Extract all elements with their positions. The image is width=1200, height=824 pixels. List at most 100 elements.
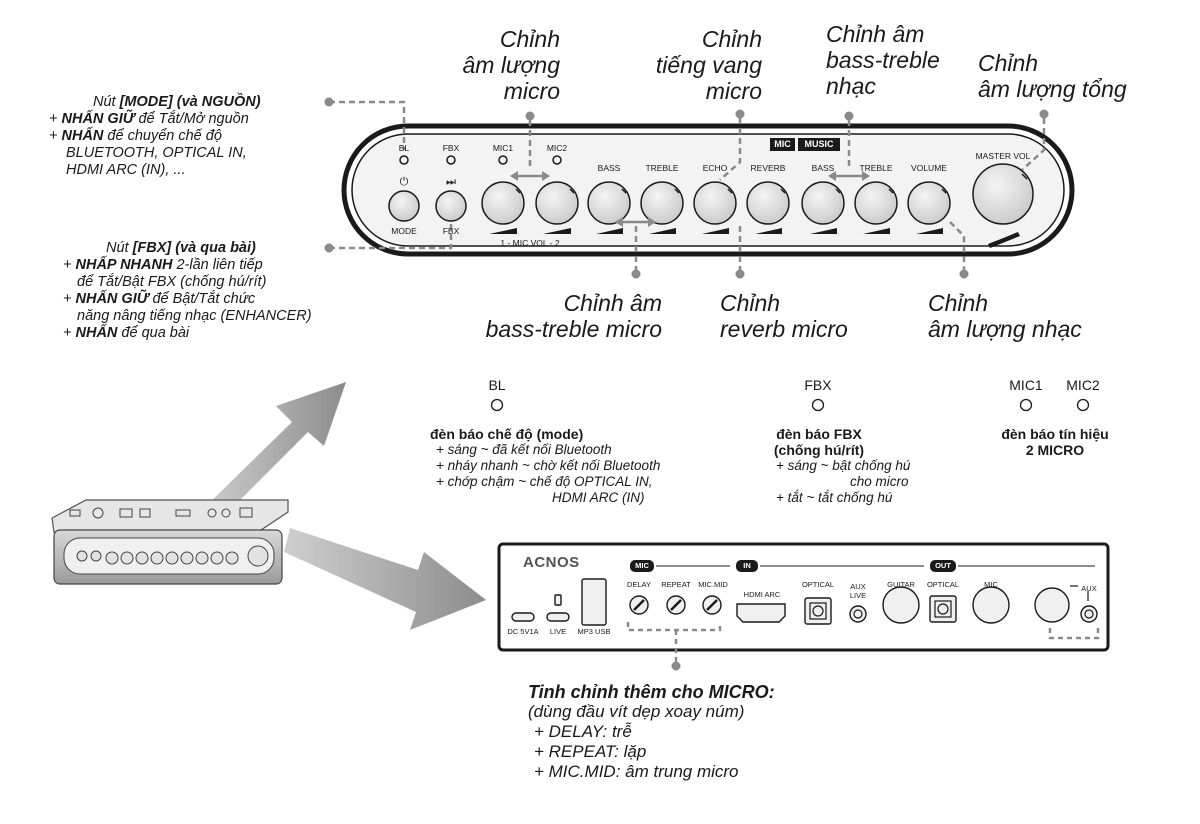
callout-reverb: Chỉnh reverb micro [720, 290, 890, 342]
legend-mic2-led [1076, 398, 1090, 412]
callout-mic-volume: Chỉnh âm lượng micro [420, 26, 560, 104]
optical-out-port [929, 595, 957, 623]
mp3-usb-port [581, 578, 607, 626]
front-panel-labels: BL FBX MIC1 MIC2 BASS TREBLE ECHO REVERB… [0, 0, 1200, 300]
bl-led [399, 155, 409, 165]
callout-echo: Chỉnh tiếng vang micro [600, 26, 762, 104]
callout-text: bass-treble [826, 47, 940, 73]
callout-text: Chỉnh [701, 26, 762, 52]
mic-bass-knob[interactable] [587, 181, 631, 225]
music-volume-label: VOLUME [911, 163, 947, 173]
bl-label: BL [398, 143, 410, 153]
note-text: BLUETOOTH, OPTICAL IN, [66, 145, 247, 161]
callout-music-bass-treble: Chỉnh âm bass-treble nhạc [826, 21, 976, 99]
guitar-port [882, 586, 920, 624]
note-text: để qua bài [117, 325, 190, 341]
optical-out-label: OPTICAL [926, 580, 960, 589]
mic1-volume-knob[interactable] [481, 181, 525, 225]
mic2-volume-knob[interactable] [535, 181, 579, 225]
note-line: + DELAY: trễ [534, 722, 632, 741]
rear-mic-tag-label: MIC [635, 561, 649, 570]
delay-label: DELAY [626, 580, 652, 589]
device-thumbnail [51, 499, 289, 585]
legend-mic1-label: MIC1 [1009, 377, 1043, 393]
legend-mic1-led [1019, 398, 1033, 412]
bl-led-legend: đèn báo chế độ (mode) + sáng ~ đã kết nố… [430, 426, 750, 506]
music-treble-knob[interactable] [854, 181, 898, 225]
bullet: + [63, 257, 72, 273]
legend-title: đèn báo chế độ (mode) [430, 426, 584, 442]
mic-treble-label: TREBLE [645, 163, 679, 173]
note-title: [MODE] (và NGUỒN) [119, 94, 261, 110]
micmid-label: MIC.MID [698, 580, 728, 589]
note-text: NHẤN [75, 325, 118, 341]
callout-text: bass-treble micro [485, 316, 662, 342]
bullet: + [63, 291, 72, 307]
master-volume-knob[interactable] [972, 163, 1034, 225]
note-text: năng nâng tiếng nhạc (ENHANCER) [77, 308, 312, 324]
mode-button[interactable] [388, 190, 420, 222]
legend-bl-led [490, 398, 504, 412]
note-title: [FBX] (và qua bài) [132, 240, 256, 256]
callout-text: Chỉnh âm [563, 290, 662, 316]
echo-knob[interactable] [693, 181, 737, 225]
aux-in-port [1034, 587, 1070, 623]
live-usbc-port [546, 612, 570, 622]
rear-in-tag-label: IN [743, 561, 751, 570]
note-text: Nút [106, 240, 133, 256]
callout-text: reverb micro [720, 316, 848, 342]
callout-text: Chỉnh âm [826, 21, 925, 47]
reverb-knob[interactable] [746, 181, 790, 225]
legend-title: đèn báo FBX [776, 426, 862, 442]
note-line: + REPEAT: lặp [534, 742, 647, 761]
mic2-label: MIC2 [546, 143, 568, 153]
callout-text: âm lượng [462, 52, 560, 78]
note-text: NHẤN GIỮ [61, 111, 135, 127]
legend-line: + sáng ~ bật chống hú [776, 458, 911, 473]
legend-mic2-label: MIC2 [1066, 377, 1100, 393]
dc-label: DC 5V1A [507, 627, 539, 636]
aux-out-port [1080, 605, 1098, 623]
brand-logo: ACNOS [523, 554, 580, 571]
mic1-label: MIC1 [492, 143, 514, 153]
note-text: HDMI ARC (IN), ... [66, 162, 186, 178]
optical-in-label: OPTICAL [801, 580, 835, 589]
music-treble-label: TREBLE [859, 163, 893, 173]
mic2-led [552, 155, 562, 165]
aux-out-label: AUX [1081, 584, 1097, 593]
aux-in-label: AUX [850, 582, 866, 591]
callout-mic-bass-treble: Chỉnh âm bass-treble micro [440, 290, 662, 342]
mic-treble-knob[interactable] [640, 181, 684, 225]
rear-micro-note: Tinh chỉnh thêm cho MICRO: (dùng đầu vít… [528, 682, 928, 782]
music-bass-knob[interactable] [801, 181, 845, 225]
mic-out-port [972, 586, 1010, 624]
legend-fbx-led [811, 398, 825, 412]
callout-text: âm lượng nhạc [928, 316, 1082, 342]
pointer-arrow-right [284, 528, 486, 630]
hdmi-label: HDMI ARC [743, 590, 781, 599]
power-icon: ⏻ [399, 176, 409, 188]
note-text: NHẤN [61, 128, 104, 144]
fbx-button-label: FBX [442, 226, 460, 236]
mode-label: MODE [391, 226, 417, 236]
callout-text: micro [705, 78, 762, 104]
legend-title: 2 MICRO [1025, 442, 1085, 458]
reverb-label: REVERB [750, 163, 786, 173]
fbx-button[interactable] [435, 190, 467, 222]
bullet: + [63, 325, 72, 341]
callout-text: micro [503, 78, 560, 104]
mic1-led [498, 155, 508, 165]
legend-bl-label: BL [488, 377, 506, 393]
music-volume-knob[interactable] [907, 181, 951, 225]
live-label: LIVE [849, 591, 867, 600]
note-text: NHẤN GIỮ [75, 291, 149, 307]
note-text: để chuyển chế độ [103, 128, 222, 144]
aux-live-port [849, 605, 867, 623]
note-text: 2-lần liên tiếp [172, 257, 263, 273]
fbx-led [446, 155, 456, 165]
callout-master-volume: Chỉnh âm lượng tổng [978, 50, 1188, 102]
fbx-led-legend: đèn báo FBX (chống hú/rít) + sáng ~ bật … [764, 426, 964, 506]
phone-icon [554, 594, 562, 606]
note-text: để Bật/Tắt chức [148, 291, 256, 307]
master-volume-label: MASTER VOL [975, 151, 1031, 161]
